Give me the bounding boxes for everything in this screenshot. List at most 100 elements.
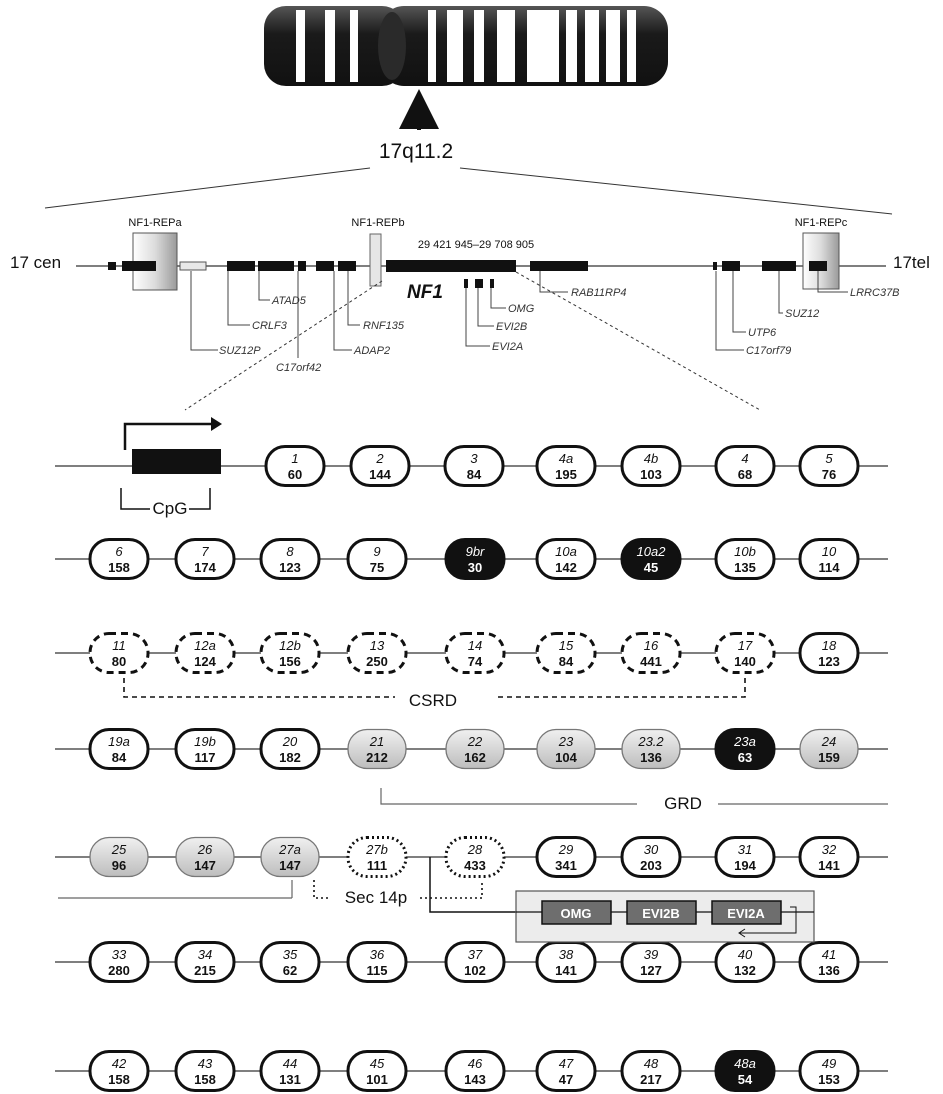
- exon-size: 158: [194, 1072, 216, 1087]
- exon-size: 162: [464, 750, 486, 765]
- exon-number: 10a: [555, 544, 577, 559]
- exon-number: 38: [559, 947, 574, 962]
- exon-size: 111: [367, 858, 387, 873]
- exon-size: 104: [555, 750, 577, 765]
- exon-size: 84: [112, 750, 127, 765]
- nf1-label: NF1: [407, 282, 443, 303]
- exon-size: 132: [734, 963, 756, 978]
- exon-size: 135: [734, 560, 756, 575]
- exon-7: 7174: [176, 540, 234, 579]
- exon-4: 468: [716, 447, 774, 486]
- exon-number: 48a: [734, 1056, 756, 1071]
- exon-19a: 19a84: [90, 730, 148, 769]
- exon-size: 84: [559, 654, 574, 669]
- exon-size: 159: [818, 750, 840, 765]
- exon-number: 19a: [108, 734, 130, 749]
- exon-size: 80: [112, 654, 126, 669]
- exon-41: 41136: [800, 943, 858, 982]
- intron-gene-evi2a-label: EVI2A: [727, 906, 765, 921]
- exon-26: 26147: [176, 838, 234, 877]
- exon-number: 26: [197, 842, 213, 857]
- exon-size: 174: [194, 560, 216, 575]
- exon-48a: 48a54: [716, 1052, 774, 1091]
- gene-rnf135: RNF135: [363, 320, 405, 332]
- exon-size: 441: [640, 654, 662, 669]
- exon-number: 42: [112, 1056, 127, 1071]
- exon-size: 143: [464, 1072, 486, 1087]
- exon-number: 49: [822, 1056, 836, 1071]
- exon-number: 1: [291, 451, 298, 466]
- exon-number: 17: [738, 638, 753, 653]
- expand-line-right: [516, 272, 760, 410]
- exon-size: 341: [555, 858, 577, 873]
- gene-omg: OMG: [508, 303, 535, 315]
- exon-size: 54: [738, 1072, 753, 1087]
- sec14p-label: Sec 14p: [345, 888, 407, 907]
- exon-37: 37102: [446, 943, 504, 982]
- exon-number: 40: [738, 947, 753, 962]
- exon-10a: 10a142: [537, 540, 595, 579]
- exon-size: 60: [288, 467, 302, 482]
- exon-13: 13250: [348, 634, 406, 673]
- label-17cen: 17 cen: [10, 253, 61, 272]
- exon-number: 41: [822, 947, 836, 962]
- exon-rows: 16021443844a1954b10346857661587174812397…: [55, 447, 888, 1091]
- exon-size: 215: [194, 963, 216, 978]
- exon-number: 15: [559, 638, 574, 653]
- exon-number: 29: [558, 842, 573, 857]
- exon-number: 23a: [733, 734, 756, 749]
- exon-4b: 4b103: [622, 447, 680, 486]
- exon-1: 160: [266, 447, 324, 486]
- exon-number: 4a: [559, 451, 573, 466]
- exon-number: 9: [373, 544, 380, 559]
- exon-number: 24: [821, 734, 836, 749]
- exon-number: 39: [644, 947, 658, 962]
- exon-number: 8: [286, 544, 294, 559]
- gene-evi2a: EVI2A: [492, 341, 523, 353]
- exon-number: 23: [558, 734, 574, 749]
- exon-size: 194: [734, 858, 756, 873]
- transcription-arrow: [211, 417, 222, 431]
- exon-10: 10114: [800, 540, 858, 579]
- exon-size: 63: [738, 750, 752, 765]
- exon-size: 217: [640, 1072, 662, 1087]
- exon-size: 30: [468, 560, 482, 575]
- gene-adap2: ADAP2: [353, 345, 390, 357]
- zoom-line-right: [460, 168, 892, 214]
- exon-number: 5: [825, 451, 833, 466]
- exon-number: 16: [644, 638, 659, 653]
- exon-size: 136: [640, 750, 662, 765]
- exon-43: 43158: [176, 1052, 234, 1091]
- exon-number: 20: [282, 734, 298, 749]
- exon-size: 115: [367, 963, 388, 978]
- exon-9br: 9br30: [446, 540, 504, 579]
- exon-number: 48: [644, 1056, 659, 1071]
- exon-35: 3562: [261, 943, 319, 982]
- gene-suz12p: SUZ12P: [219, 345, 261, 357]
- gene-suz12: SUZ12: [785, 308, 819, 320]
- exon-size: 156: [279, 654, 301, 669]
- exon-size: 203: [640, 858, 662, 873]
- exon-size: 117: [195, 750, 216, 765]
- exon-number: 44: [283, 1056, 297, 1071]
- exon-number: 43: [198, 1056, 213, 1071]
- exon-number: 13: [370, 638, 385, 653]
- exon-2: 2144: [351, 447, 409, 486]
- exon-size: 114: [819, 560, 841, 575]
- repeat-label-repc: NF1-REPc: [795, 217, 848, 229]
- gene-evi2b: EVI2B: [496, 321, 527, 333]
- exon-39: 39127: [622, 943, 680, 982]
- csrd-label: CSRD: [409, 691, 457, 710]
- exon-size: 68: [738, 467, 752, 482]
